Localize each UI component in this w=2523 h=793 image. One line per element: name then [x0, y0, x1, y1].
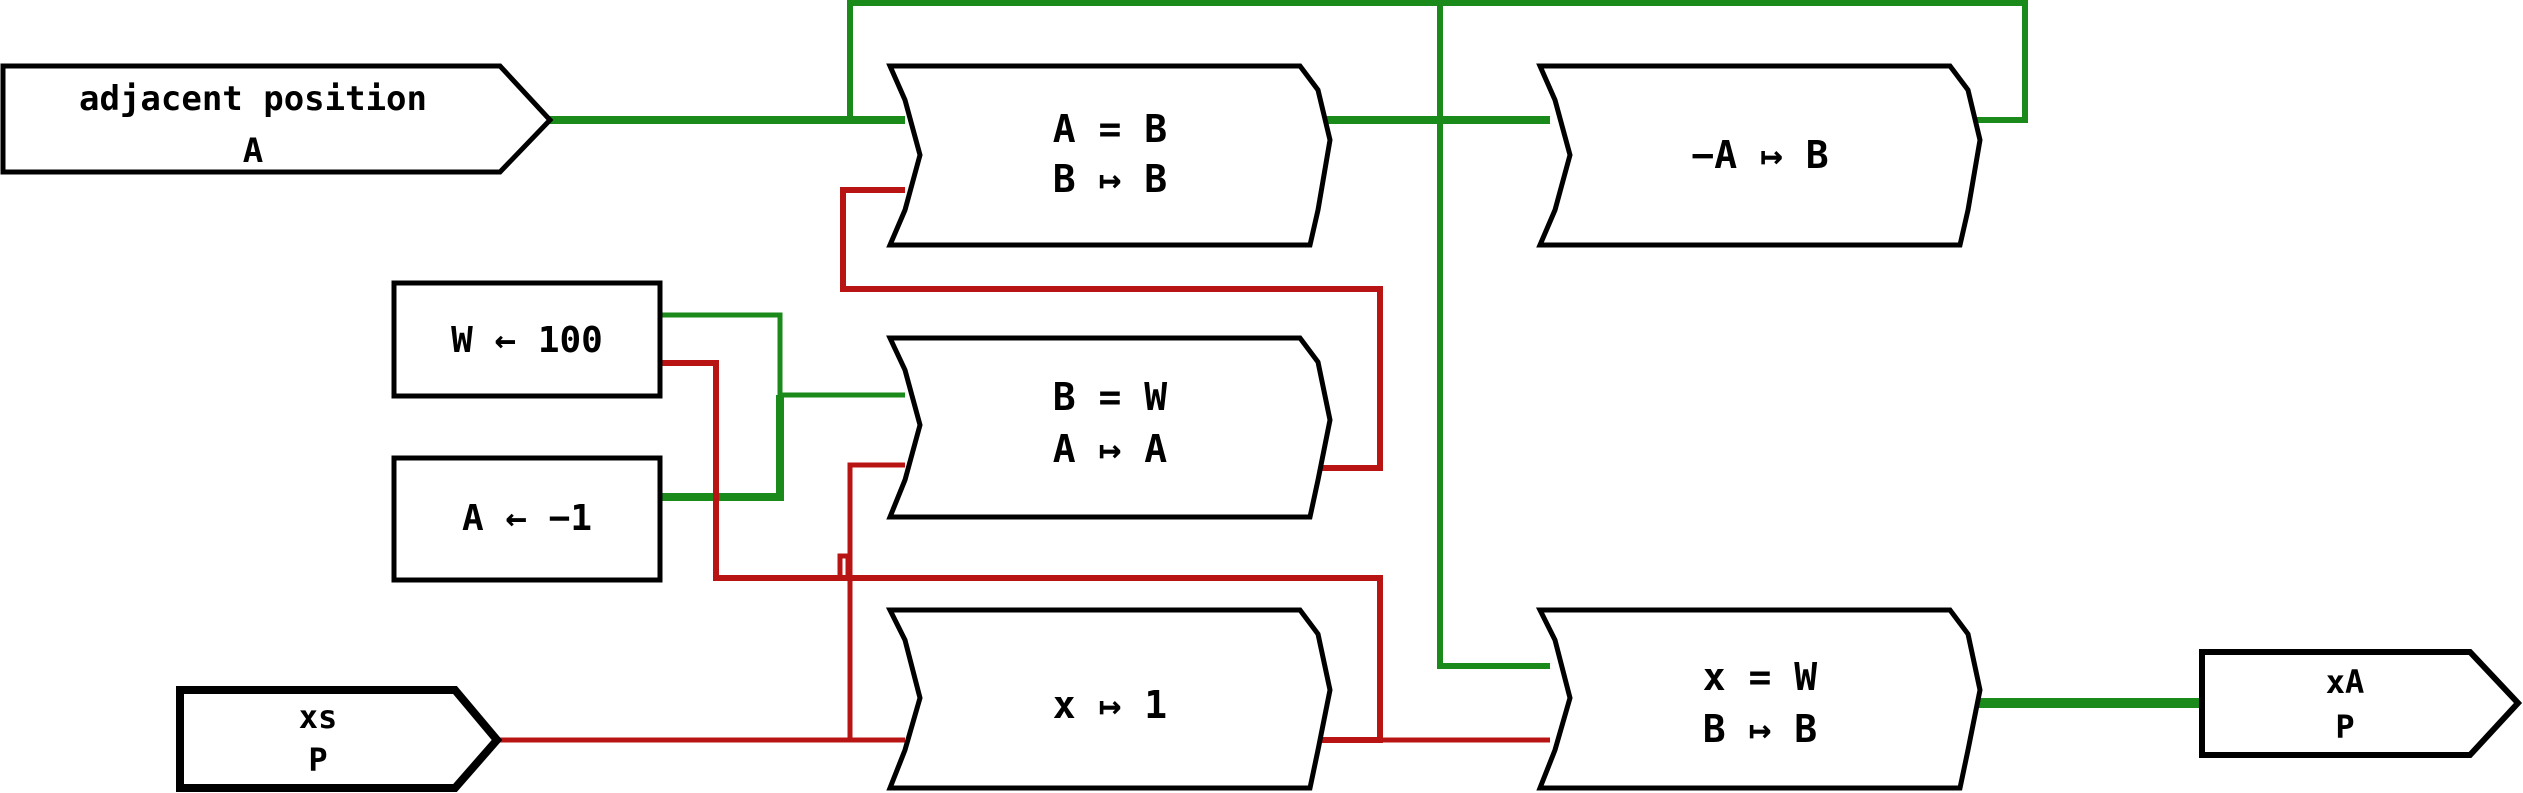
success-wire: [1437, 3, 1550, 669]
node-label: P: [2335, 708, 2354, 746]
output-node-xa[interactable]: xA P: [2199, 649, 2523, 758]
node-label: P: [308, 741, 327, 779]
input-node-adjacent-position[interactable]: adjacent position A: [0, 63, 554, 175]
success-wire: [660, 312, 905, 398]
test-node-neg-a[interactable]: −A ↦ B: [1536, 63, 1983, 248]
wires: [497, 0, 2202, 743]
assign-node-a[interactable]: A ← −1: [391, 455, 663, 583]
node-label: xs: [299, 698, 338, 736]
node-label: A = B: [1053, 107, 1167, 151]
test-node-a-b[interactable]: A = B B ↦ B: [886, 63, 1333, 248]
node-label: A: [243, 131, 263, 171]
test-node-x-w[interactable]: x = W B ↦ B: [1535, 607, 1983, 791]
node-label: x ↦ 1: [1053, 683, 1167, 727]
node-label: x = W: [1703, 655, 1818, 699]
input-node-xs[interactable]: xs P: [176, 686, 503, 792]
success-wire: [847, 0, 2028, 123]
node-label: xA: [2326, 663, 2365, 701]
test-node-b-w[interactable]: B = W A ↦ A: [886, 335, 1333, 520]
node-label: B ↦ B: [1053, 157, 1167, 201]
node-label: B = W: [1053, 375, 1168, 419]
failure-wire: [840, 187, 1383, 471]
test-node-x-1[interactable]: x ↦ 1: [885, 607, 1333, 791]
node-label: W ← 100: [451, 320, 603, 361]
failure-wire: [837, 553, 851, 578]
node-label: A ↦ A: [1053, 427, 1168, 471]
node-label: adjacent position: [79, 79, 427, 119]
assign-node-w[interactable]: W ← 100: [391, 280, 663, 399]
failure-wire: [847, 462, 905, 740]
node-label: −A ↦ B: [1691, 133, 1828, 177]
node-label: A ← −1: [462, 498, 592, 539]
success-wire: [660, 395, 784, 501]
node-label: B ↦ B: [1703, 707, 1817, 751]
